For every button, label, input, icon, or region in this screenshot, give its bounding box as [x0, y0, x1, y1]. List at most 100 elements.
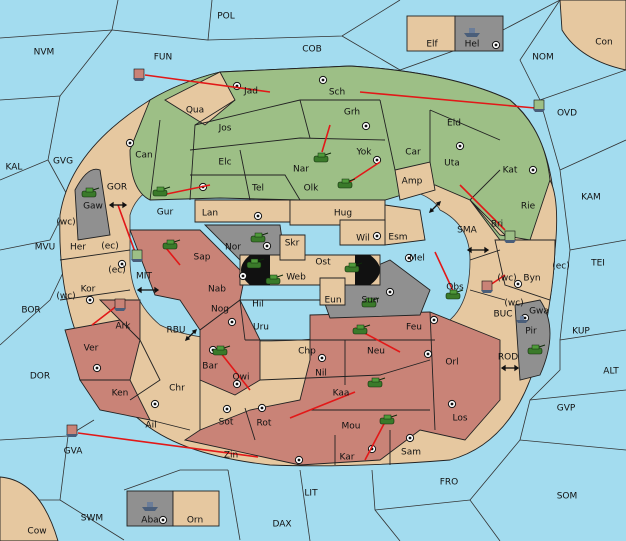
ship-icon [114, 298, 126, 311]
province-label: Yok [355, 148, 372, 158]
circle-dot-icon [257, 403, 267, 413]
province-ver[interactable] [64, 319, 141, 381]
order-arrows [77, 74, 536, 461]
sea-label: DOR [30, 372, 50, 382]
province-label: Car [405, 148, 421, 158]
circle-dot-icon [491, 40, 501, 50]
province-skr[interactable] [279, 234, 306, 261]
tank-icon [527, 344, 546, 355]
province-label: Amp [402, 177, 423, 187]
province-gaw[interactable] [74, 168, 111, 241]
province-label: Olk [304, 184, 320, 194]
province-label: Orl [445, 358, 458, 368]
province-label: Qua [186, 106, 204, 116]
province-label: Sot [219, 418, 234, 428]
province-label: Gwa [529, 307, 549, 317]
sea-label: FUN [154, 53, 173, 63]
green-borders [149, 99, 501, 201]
red-borders [240, 299, 436, 465]
province-label: Obs [446, 283, 464, 293]
province-eun[interactable] [319, 277, 346, 306]
tank-icon [445, 289, 464, 300]
circle-dot-icon [528, 165, 538, 175]
sea-label: LIT [304, 489, 318, 499]
circle-dot-icon [513, 279, 523, 289]
province-label: Skr [285, 239, 300, 249]
province-label: Kaa [333, 389, 350, 399]
circle-dot-icon [85, 295, 95, 305]
land-labels: Jad Sch Qua Jos Grh Eld Can Elc Nar Yok … [70, 40, 549, 526]
tank-icon [361, 297, 380, 308]
circle-dot-icon [92, 363, 102, 373]
province-orn[interactable] [172, 490, 220, 527]
circle-dot-icon [423, 349, 433, 359]
province-wil[interactable] [339, 219, 386, 246]
tank-icon [212, 345, 231, 356]
circle-dot-icon [227, 317, 237, 327]
province-label: Kor [81, 285, 96, 295]
province-label: Neu [367, 347, 385, 357]
sea-label: KAL [6, 163, 23, 173]
province-label: Gur [157, 208, 174, 218]
circle-dot-icon [372, 231, 382, 241]
province-label: Orn [187, 516, 203, 526]
province-label: Nab [208, 285, 226, 295]
province-label: Uru [253, 323, 269, 333]
sea-label: Con [595, 38, 613, 48]
province-elf[interactable] [406, 15, 456, 52]
province-label: Kat [503, 166, 518, 176]
province-label: Eun [324, 296, 341, 306]
province-label: Elc [218, 158, 231, 168]
tank-icon [367, 377, 386, 388]
province-label: Rie [521, 202, 536, 212]
province-label: Her [70, 243, 86, 253]
province-label: Wil [356, 234, 370, 244]
circle-dot-icon [317, 353, 327, 363]
army-units [81, 152, 546, 425]
center-cap-east [355, 255, 380, 285]
sea-label: ROD [498, 353, 518, 363]
sea-label: FRO [440, 478, 459, 488]
circle-dot-icon [150, 399, 160, 409]
province-label: Rot [257, 419, 272, 429]
province-label: Pir [525, 327, 537, 337]
sea-label: ALT [603, 367, 619, 377]
sea-label: COB [302, 45, 322, 55]
circle-dot-icon [158, 515, 168, 525]
province-label: Bri [491, 220, 503, 230]
sea-label: SWM [81, 514, 103, 524]
circle-dot-icon [117, 259, 127, 269]
province-amp[interactable] [394, 161, 436, 201]
ship-icon [464, 28, 480, 37]
province-label: Hel [465, 40, 480, 50]
ship-icon [133, 68, 145, 81]
province-label: Kar [340, 453, 355, 463]
province-label: Jos [218, 124, 232, 134]
province-label: Sap [194, 253, 211, 263]
red-south [183, 311, 501, 466]
province-label: Tel [251, 184, 264, 194]
sea-label: POL [217, 12, 235, 22]
province-label: Ark [115, 322, 131, 332]
province-label: Sun [361, 296, 378, 306]
province-label: Lan [202, 209, 218, 219]
sea-label: MVU [35, 243, 56, 253]
circle-dot-icon [405, 433, 415, 443]
tan-borders [59, 249, 506, 431]
coast-tag: (wc) [497, 274, 516, 284]
ship-icon [533, 99, 545, 112]
province-byn[interactable] [494, 239, 556, 301]
province-label: Mou [342, 422, 361, 432]
sea-label: TEI [590, 259, 605, 269]
circle-dot-icon [361, 121, 371, 131]
province-label: Elf [426, 40, 438, 50]
coast-tag: (wc) [56, 292, 75, 302]
province-label: Sch [329, 88, 345, 98]
province-label: Chp [298, 347, 316, 357]
province-label: Mel [409, 254, 425, 264]
sea-label: GOR [107, 183, 127, 193]
coast-tag: (wc) [56, 218, 75, 228]
province-label: Web [286, 273, 306, 283]
coast-tag: (ec) [108, 266, 126, 276]
